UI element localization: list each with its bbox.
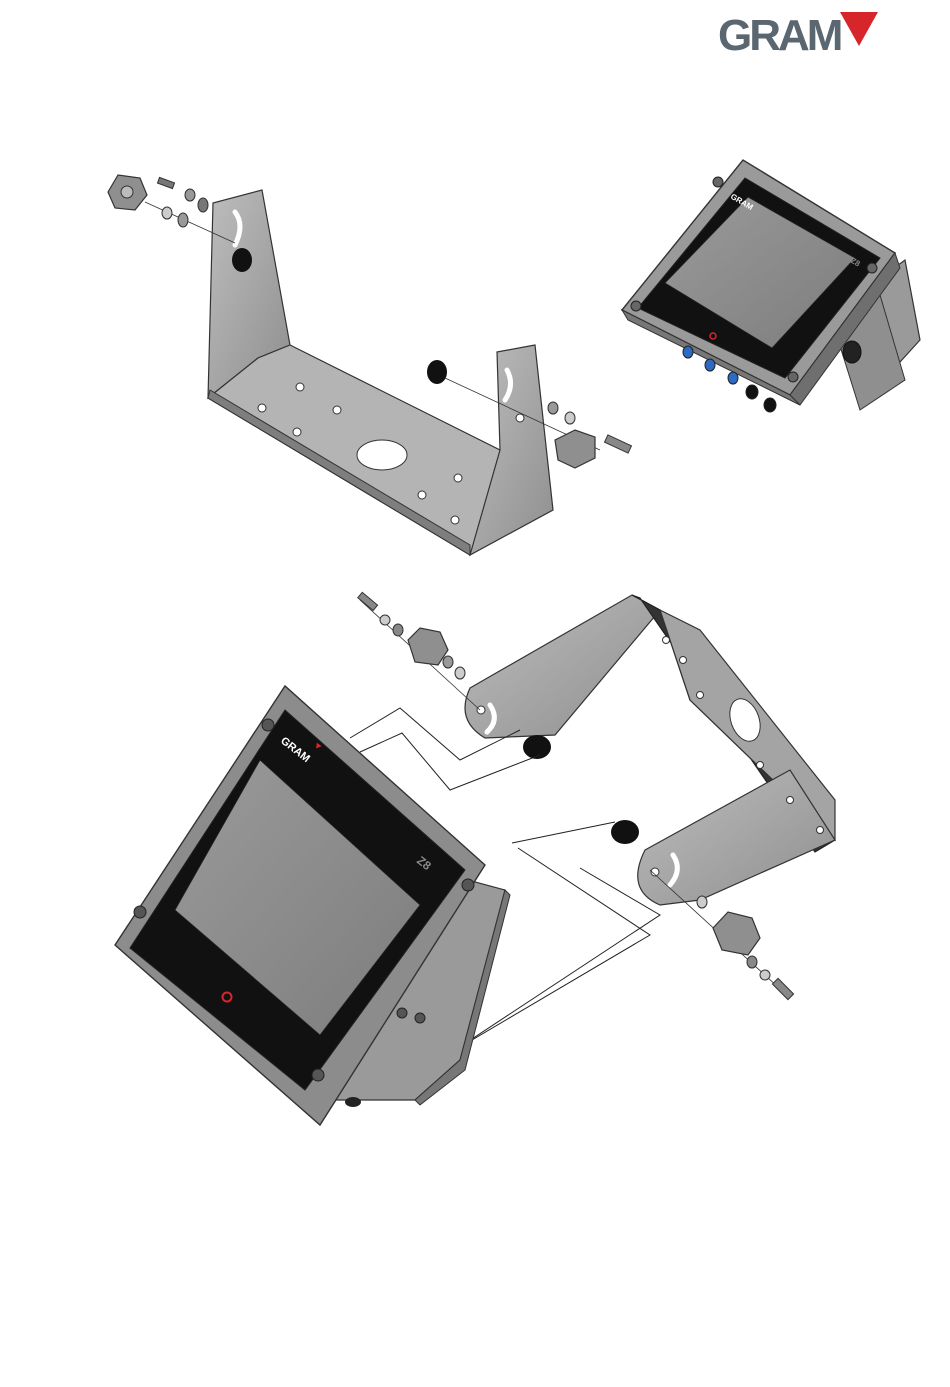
rubber-washer-1	[523, 735, 551, 759]
device-mounted-small	[622, 160, 920, 412]
knob-assembly-bottom-left	[358, 592, 480, 710]
rubber-washer-2	[611, 820, 639, 844]
u-bracket-bottom	[465, 595, 835, 905]
u-bracket-top	[208, 190, 553, 555]
